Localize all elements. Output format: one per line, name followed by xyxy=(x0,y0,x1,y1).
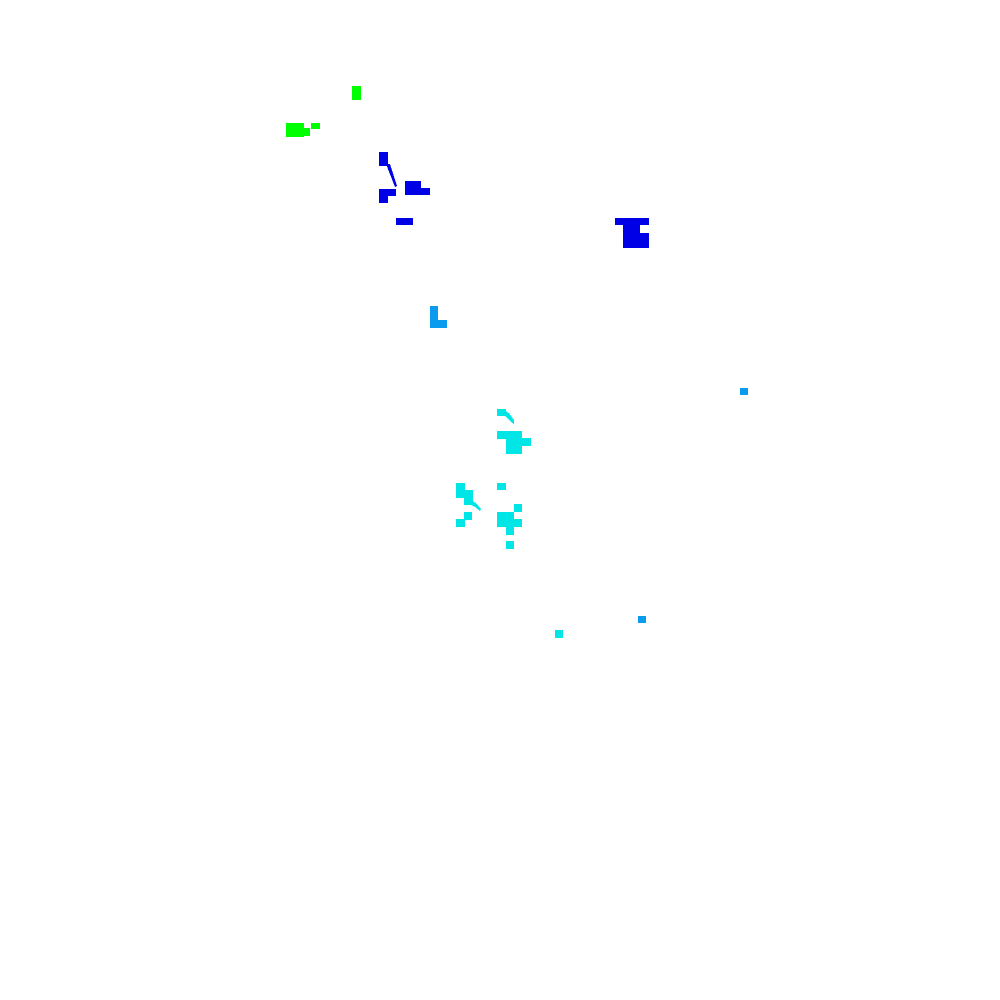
blue-block xyxy=(396,218,413,225)
cyan-stroke xyxy=(504,410,514,424)
green-cluster-top-left xyxy=(286,86,361,137)
cyan-block xyxy=(456,519,465,527)
green-block xyxy=(286,123,304,137)
cyan-block xyxy=(464,490,473,505)
blue-cluster-right xyxy=(615,218,649,248)
blue-block xyxy=(379,189,396,196)
blue-block xyxy=(379,152,388,166)
cyan-block xyxy=(521,438,531,446)
cyan-cluster-lower xyxy=(456,483,522,549)
green-block xyxy=(311,123,320,129)
blue-block xyxy=(623,233,649,248)
blue-cluster-upper-left xyxy=(379,152,430,225)
cyan-block xyxy=(513,519,522,527)
cyan-dot-lower xyxy=(555,630,563,638)
cyan-block xyxy=(506,541,514,549)
cyan-block xyxy=(456,483,465,498)
azure-dot-lower-right xyxy=(638,616,646,623)
cyan-block xyxy=(506,438,522,454)
cyan-block xyxy=(497,483,506,490)
cyan-block xyxy=(497,512,514,527)
blue-block xyxy=(419,188,430,195)
azure-block xyxy=(430,320,447,328)
blue-stroke xyxy=(386,164,397,187)
cyan-block xyxy=(497,431,522,439)
cyan-block xyxy=(506,526,514,535)
azure-dot-right xyxy=(740,388,748,395)
cyan-block xyxy=(464,512,472,520)
cyan-cluster-upper xyxy=(497,409,531,454)
blue-block xyxy=(623,224,640,234)
blue-block xyxy=(615,218,649,225)
cyan-block xyxy=(514,504,522,512)
azure-l-shape xyxy=(430,306,447,328)
azure-block xyxy=(430,306,438,328)
cyan-block xyxy=(497,409,506,416)
blue-block xyxy=(405,181,421,195)
green-block xyxy=(352,86,361,100)
blue-block xyxy=(379,195,388,203)
cyan-stroke xyxy=(471,500,481,511)
green-block xyxy=(302,128,310,136)
